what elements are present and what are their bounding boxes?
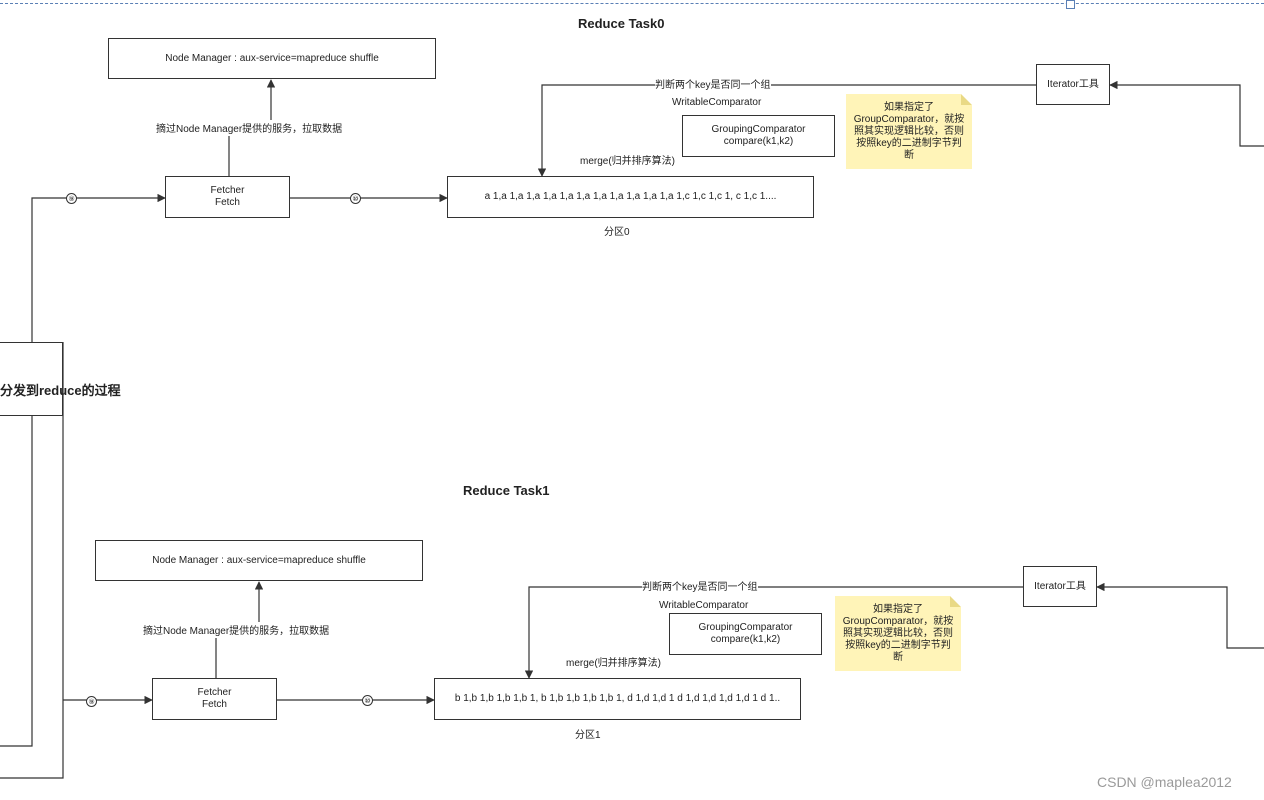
sticky-note-0[interactable]: 如果指定了GroupComparator，就按照其实现逻辑比较，否则按照key的… xyxy=(846,94,972,169)
fetcher-box-0[interactable]: Fetcher Fetch xyxy=(165,176,290,218)
step10-marker-1: ⑩ xyxy=(362,695,373,706)
partition-data-box-1[interactable]: b 1,b 1,b 1,b 1,b 1, b 1,b 1,b 1,b 1,b 1… xyxy=(434,678,801,720)
iterator-box-0[interactable]: Iterator工具 xyxy=(1036,64,1110,105)
step9-marker-1: ⑨ xyxy=(86,696,97,707)
csdn-watermark: CSDN @maplea2012 xyxy=(1097,774,1232,790)
connector-right-to-iterator-1 xyxy=(1096,582,1264,649)
reduce-task1-title: Reduce Task1 xyxy=(463,483,550,498)
merge-label-1: merge(归并排序算法) xyxy=(566,658,662,669)
partition-label-0: 分区0 xyxy=(604,227,630,238)
partition-label-1: 分区1 xyxy=(575,730,601,741)
writable-comparator-label-1: WritableComparator xyxy=(659,600,749,611)
partition-data-box-0[interactable]: a 1,a 1,a 1,a 1,a 1,a 1,a 1,a 1,a 1,a 1,… xyxy=(447,176,814,218)
iterator-box-1[interactable]: Iterator工具 xyxy=(1023,566,1097,607)
note-text-1: 如果指定了GroupComparator，就按照其实现逻辑比较，否则按照key的… xyxy=(842,604,954,663)
selection-handle[interactable] xyxy=(1066,0,1075,9)
fetch-label-1: Fetch xyxy=(201,699,227,710)
selection-border xyxy=(0,3,1264,4)
compare-label-0: compare(k1,k2) xyxy=(723,136,794,147)
connector-judge-1 xyxy=(524,586,1023,679)
connector-left-outer xyxy=(0,342,64,779)
fetch-service-label-0: 摘过Node Manager提供的服务，拉取数据 xyxy=(156,124,343,136)
connector-judge-0 xyxy=(537,84,1036,177)
side-process-label: 分发到reduce的过程 xyxy=(0,383,121,398)
grouping-comparator-box-1[interactable]: GroupingComparator compare(k1,k2) xyxy=(669,613,822,655)
connector-right-to-iterator-0 xyxy=(1109,80,1264,147)
fetch-service-label-1: 摘过Node Manager提供的服务，拉取数据 xyxy=(143,626,330,638)
judge-group-label-1: 判断两个key是否同一个组 xyxy=(642,582,758,594)
reduce-task0-title: Reduce Task0 xyxy=(578,16,665,31)
step9-marker-0: ⑨ xyxy=(66,193,77,204)
compare-label-1: compare(k1,k2) xyxy=(710,634,781,645)
connector-fetch-to-nodemanager-0 xyxy=(228,80,271,176)
fetcher-label-1: Fetcher xyxy=(197,687,232,698)
grouping-comparator-label-1: GroupingComparator xyxy=(698,622,793,633)
connector-fetch-to-nodemanager-1 xyxy=(215,582,259,678)
writable-comparator-label-0: WritableComparator xyxy=(672,97,762,108)
node-manager-box-0[interactable]: Node Manager : aux-service=mapreduce shu… xyxy=(108,38,436,79)
note-text-0: 如果指定了GroupComparator，就按照其实现逻辑比较，否则按照key的… xyxy=(853,102,965,161)
grouping-comparator-label-0: GroupingComparator xyxy=(711,124,806,135)
fetcher-label-0: Fetcher xyxy=(210,185,245,196)
note-fold-1 xyxy=(950,596,961,607)
step10-marker-0: ⑩ xyxy=(350,193,361,204)
side-process-box[interactable] xyxy=(0,342,63,416)
node-manager-box-1[interactable]: Node Manager : aux-service=mapreduce shu… xyxy=(95,540,423,581)
connector-left-inner xyxy=(0,415,33,747)
fetch-label-0: Fetch xyxy=(214,197,240,208)
sticky-note-1[interactable]: 如果指定了GroupComparator，就按照其实现逻辑比较，否则按照key的… xyxy=(835,596,961,671)
grouping-comparator-box-0[interactable]: GroupingComparator compare(k1,k2) xyxy=(682,115,835,157)
note-fold-0 xyxy=(961,94,972,105)
fetcher-box-1[interactable]: Fetcher Fetch xyxy=(152,678,277,720)
merge-label-0: merge(归并排序算法) xyxy=(580,156,676,167)
judge-group-label-0: 判断两个key是否同一个组 xyxy=(655,80,771,92)
